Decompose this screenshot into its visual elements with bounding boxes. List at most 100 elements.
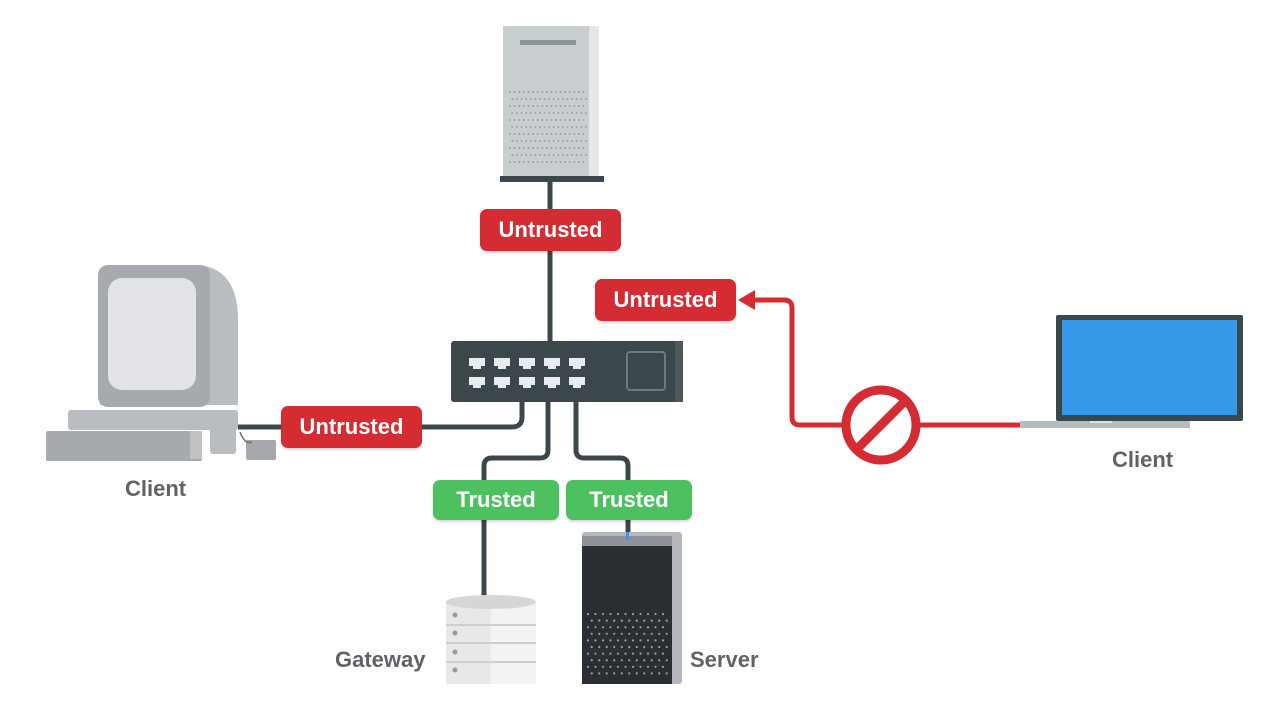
vent-dot (631, 612, 635, 616)
vent-dot (557, 140, 560, 142)
vent-dot (628, 672, 631, 675)
vent-dot (559, 91, 562, 93)
vent-dot (518, 105, 521, 107)
vent-dot (646, 626, 650, 629)
vent-dot (643, 659, 646, 662)
vent-dot (525, 126, 528, 128)
vent-dot (509, 133, 511, 135)
vent-dot (665, 619, 668, 622)
vent-dot (518, 147, 521, 149)
vent-dot (543, 126, 546, 128)
vent-dot (534, 126, 537, 128)
vent-dot (561, 112, 564, 114)
gateway-database[interactable] (446, 595, 536, 684)
vent-dot (573, 161, 576, 163)
vent-dot (601, 652, 605, 655)
desktop-client[interactable] (46, 265, 276, 461)
vent-dot (584, 98, 587, 100)
vent-dot (601, 665, 605, 668)
switch-port (494, 377, 510, 388)
vent-dot (527, 119, 530, 121)
vent-dot (578, 133, 580, 135)
vent-dot (545, 119, 548, 121)
vent-dot (609, 665, 612, 668)
vent-dot (605, 672, 608, 675)
prohibited-icon (841, 385, 921, 465)
vent-dot (639, 612, 642, 616)
vent-dot (598, 659, 601, 662)
vent-dot (628, 645, 631, 649)
vent-dot (658, 659, 661, 662)
vent-dot (555, 133, 557, 135)
vent-dot (582, 119, 585, 121)
vent-dot (573, 119, 576, 121)
vent-dot (555, 91, 557, 93)
vent-dot (518, 161, 521, 163)
vent-dot (548, 112, 551, 114)
vent-dot (509, 105, 511, 107)
vent-dot (620, 632, 623, 635)
vent-dot (573, 91, 576, 93)
vent-dot (511, 140, 514, 142)
vent-dot (518, 119, 521, 121)
vent-dot (564, 133, 567, 135)
vent-dot (631, 626, 635, 629)
vent-dot (658, 619, 661, 622)
vent-dot (561, 98, 564, 100)
switch-port (469, 377, 485, 388)
switch-port (519, 377, 535, 388)
laptop-client[interactable] (1020, 315, 1243, 428)
vent-dot (650, 632, 653, 635)
vent-dot (538, 140, 541, 142)
server-device[interactable] (582, 532, 682, 684)
vent-dot (594, 652, 597, 655)
switch-port (569, 358, 585, 369)
vent-dot (654, 626, 657, 629)
vent-dot (578, 105, 580, 107)
vent-dot (584, 112, 587, 114)
vent-dot (613, 659, 616, 662)
vent-dot (609, 626, 612, 629)
vent-dot (543, 98, 546, 100)
network-switch[interactable] (451, 341, 683, 402)
switch-port (469, 358, 485, 369)
vent-dot (518, 133, 521, 135)
switch-port (544, 377, 560, 388)
vent-dot (534, 154, 537, 156)
vent-dot (522, 91, 525, 93)
vent-dot (568, 105, 571, 107)
label-right-client: Client (1112, 447, 1174, 472)
vent-dot (573, 105, 576, 107)
vent-dot (555, 161, 557, 163)
vent-dot (575, 126, 578, 128)
vent-dot (564, 161, 567, 163)
vent-dot (552, 140, 555, 142)
vent-dot (575, 112, 578, 114)
vent-dot (529, 98, 532, 100)
vent-dot (559, 161, 562, 163)
vent-dot (541, 119, 544, 121)
vent-dot (650, 659, 653, 662)
vent-dot (522, 147, 525, 149)
vent-dot (543, 154, 546, 156)
vent-dot (624, 652, 627, 655)
vent-dot (568, 91, 571, 93)
vent-dot (631, 652, 635, 655)
vent-dot (639, 626, 642, 629)
blocked-connection (748, 297, 1020, 428)
vent-dot (529, 112, 532, 114)
vent-dot (571, 126, 574, 128)
vent-dot (580, 154, 583, 156)
vent-dot (582, 133, 585, 135)
vent-dot (532, 161, 534, 163)
vent-dot (550, 105, 553, 107)
vent-dot (515, 140, 518, 142)
vent-dot (568, 147, 571, 149)
vent-dot (520, 140, 523, 142)
vent-dot (559, 119, 562, 121)
vent-dot (624, 665, 627, 668)
vent-dot (609, 639, 612, 642)
vent-dot (532, 133, 534, 135)
vent-dot (568, 161, 571, 163)
vent-dot (561, 154, 564, 156)
